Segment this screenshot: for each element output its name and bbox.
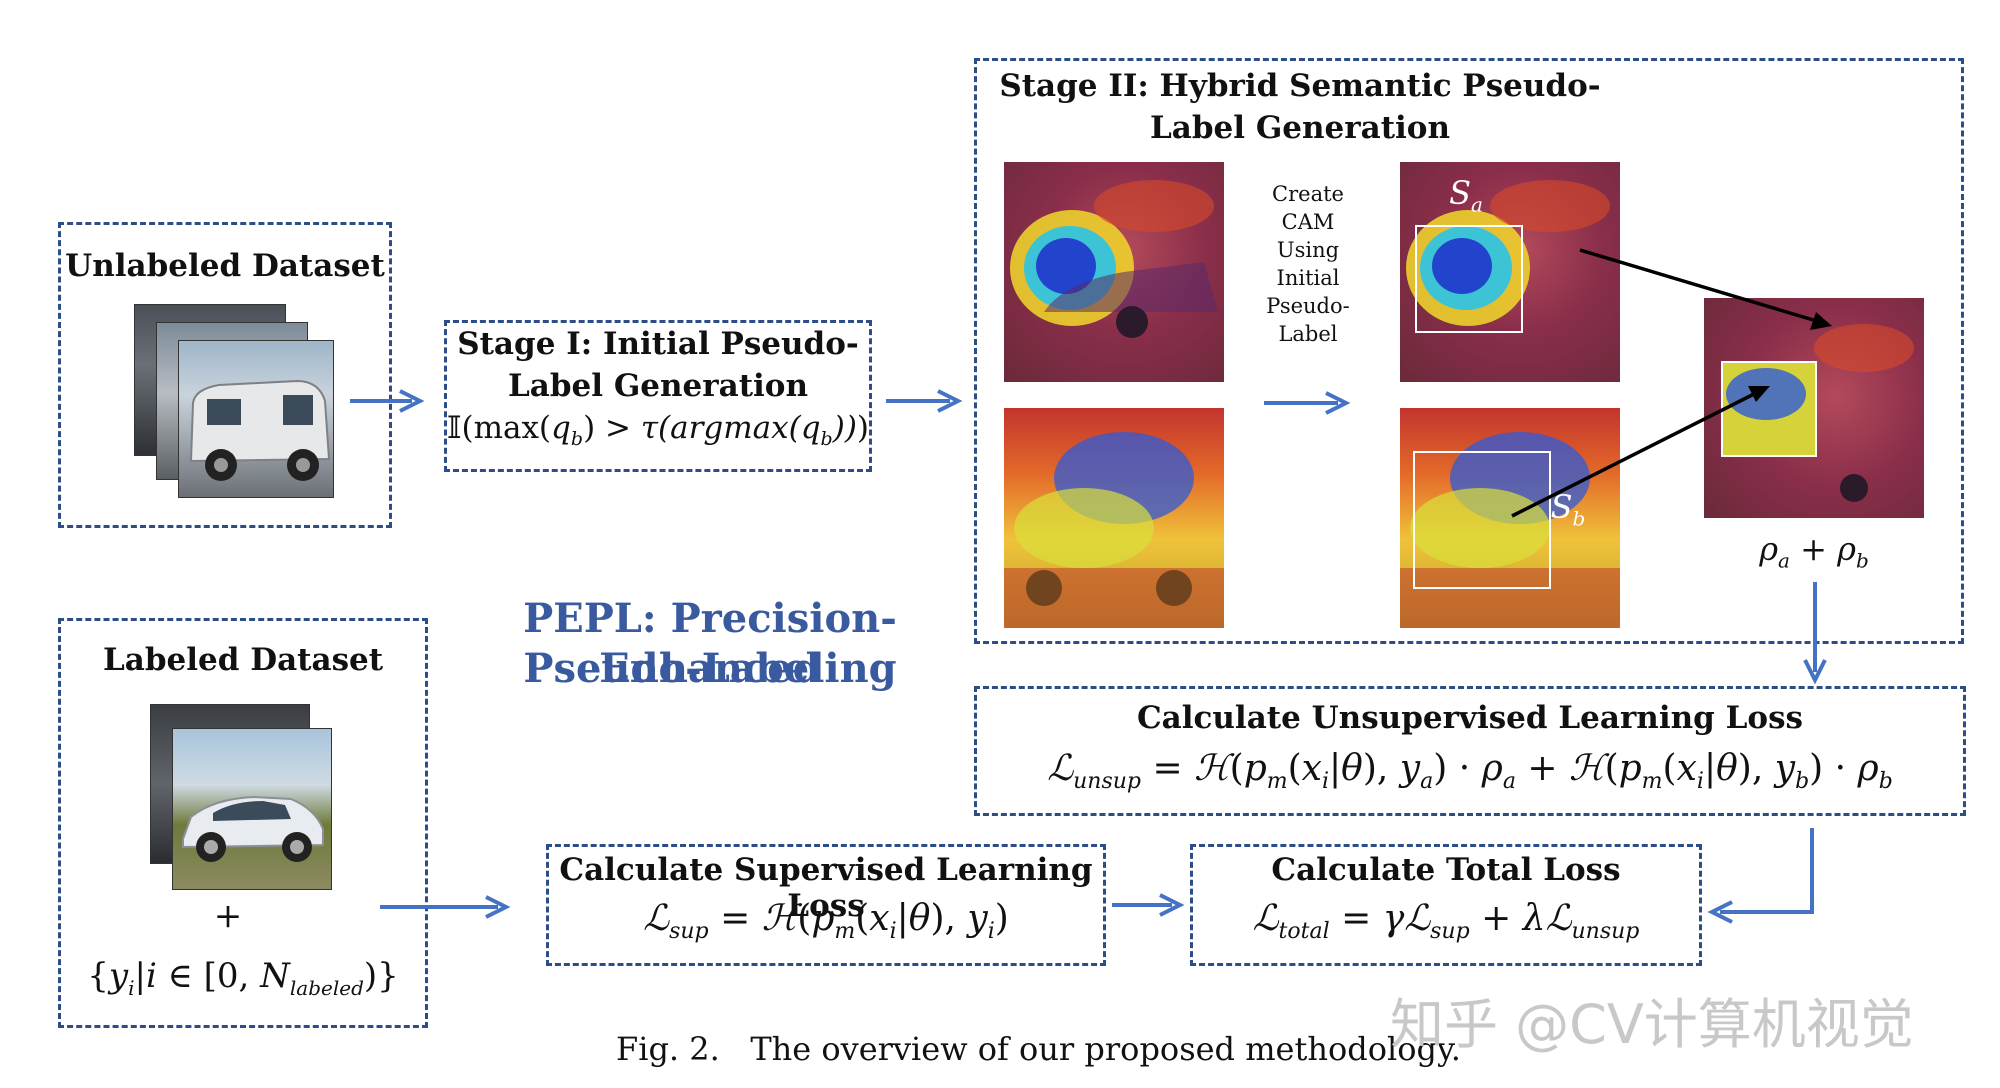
arrow-labeled-to-sup bbox=[380, 895, 511, 919]
stage2-box bbox=[974, 58, 1964, 644]
truck-boxed-heatmap bbox=[1406, 180, 1610, 333]
cam-text-line: CAM bbox=[1281, 210, 1335, 234]
stage2-title-line1: Stage II: Hybrid Semantic Pseudo- bbox=[999, 68, 1601, 104]
cam-text-line: Label bbox=[1278, 322, 1338, 346]
unsup-loss-title: Calculate Unsupervised Learning Loss bbox=[1136, 700, 1803, 736]
arrow-sup-to-total bbox=[1112, 893, 1185, 917]
arrow-unsup-to-total bbox=[1707, 828, 1814, 924]
arrow-cam bbox=[1264, 391, 1351, 415]
unlabeled-dataset-box bbox=[58, 222, 392, 528]
labeled-set-formula: {yi|i ∈ [0, Nlabeled)} bbox=[87, 956, 399, 1000]
truck-heatmap bbox=[1010, 180, 1218, 338]
mixed-image bbox=[1704, 298, 1924, 518]
labeled-plus: + bbox=[213, 896, 243, 936]
unlabeled-dataset-title: Unlabeled Dataset bbox=[65, 248, 385, 284]
sup-loss-box bbox=[546, 844, 1106, 966]
cam-text-line: Initial bbox=[1276, 266, 1340, 290]
unsup-loss-formula: ℒunsup = ℋ(pm(xi|θ), ya) · ρa + ℋ(pm(xi|… bbox=[1047, 748, 1893, 795]
sup-loss-title: Calculate Supervised Learning Loss bbox=[559, 852, 1093, 924]
total-loss-formula: ℒtotal = γℒsup + λℒunsup bbox=[1252, 898, 1640, 945]
watermark: 知乎 @CV计算机视觉 bbox=[1390, 993, 1914, 1056]
car-icon bbox=[182, 795, 324, 862]
sup-loss-formula: ℒsup = ℋ(pm(xi|θ), yi) bbox=[643, 898, 1009, 945]
pepl-title-line1: PEPL: Precision-Enhanced bbox=[523, 595, 897, 692]
labeled-dataset-box bbox=[58, 618, 428, 1028]
labeled-image-front-car bbox=[172, 728, 332, 890]
cam-image-truck-boxed bbox=[1400, 162, 1620, 382]
mixed-heatmap bbox=[1721, 324, 1914, 502]
cam-text-line: Using bbox=[1276, 238, 1340, 262]
labeled-dataset-title: Labeled Dataset bbox=[102, 642, 384, 678]
stage1-box bbox=[444, 320, 872, 472]
stage1-title-line1: Stage I: Initial Pseudo- bbox=[457, 326, 859, 362]
unsup-loss-box bbox=[974, 686, 1966, 816]
total-loss-box bbox=[1190, 844, 1702, 966]
suv-boxed-heatmap bbox=[1400, 432, 1620, 628]
sb-label: Sb bbox=[1550, 488, 1586, 531]
rho-sum: ρa + ρb bbox=[1759, 530, 1869, 573]
arrow-unlabeled-to-stage1 bbox=[350, 389, 425, 413]
arrow-rho-to-unsup bbox=[1803, 582, 1827, 685]
stage1-title-line2: Label Generation bbox=[507, 368, 809, 404]
suv-heatmap bbox=[1004, 432, 1224, 628]
cam-text-line: Create bbox=[1272, 182, 1344, 206]
labeled-image-stack bbox=[150, 704, 340, 894]
pepl-title-line2: Pseudo-Labeling bbox=[523, 645, 897, 692]
cam-image-suv-boxed bbox=[1400, 408, 1620, 628]
cam-image-suv bbox=[1004, 408, 1224, 628]
arrow-stage1-to-stage2 bbox=[886, 389, 963, 413]
unlabeled-image-front-van bbox=[178, 340, 334, 498]
cam-text: Create CAM Using Initial Pseudo- Label bbox=[1254, 180, 1362, 348]
black-arrows bbox=[1511, 248, 1832, 518]
unlabeled-image-stack bbox=[134, 304, 334, 500]
figure-caption: Fig. 2. The overview of our proposed met… bbox=[616, 1030, 1461, 1068]
cam-image-truck bbox=[1004, 162, 1224, 382]
sa-label: Sa bbox=[1449, 174, 1483, 217]
total-loss-title: Calculate Total Loss bbox=[1271, 852, 1621, 888]
cam-text-line: Pseudo- bbox=[1266, 294, 1350, 318]
stage1-formula: 𝕀(max(qb) > τ(argmax(qb))) bbox=[446, 410, 870, 451]
van-icon bbox=[189, 379, 331, 481]
stage2-title-line2: Label Generation bbox=[1149, 110, 1451, 146]
